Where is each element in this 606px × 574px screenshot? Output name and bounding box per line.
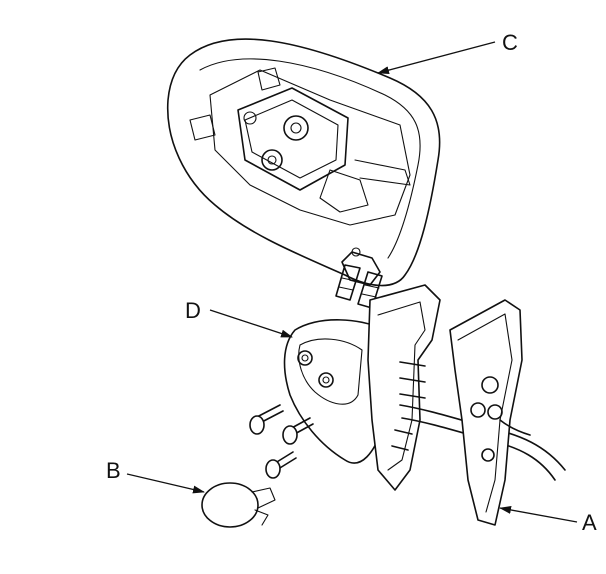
callout-b: B <box>106 458 205 494</box>
mirror-base-d <box>283 284 441 491</box>
mirror-housing-c <box>166 38 441 287</box>
screw-3 <box>265 451 297 479</box>
callout-a: A <box>499 506 597 535</box>
screw-1 <box>249 404 284 435</box>
label-d: D <box>185 298 201 323</box>
cap-b <box>201 482 276 528</box>
mounting-studs <box>335 264 383 309</box>
callout-d: D <box>185 298 293 338</box>
gasket-cover-a <box>449 299 531 526</box>
screw-2 <box>282 417 314 445</box>
label-b: B <box>106 458 121 483</box>
label-a: A <box>582 510 597 535</box>
callout-c: C <box>377 30 518 75</box>
label-c: C <box>502 30 518 55</box>
